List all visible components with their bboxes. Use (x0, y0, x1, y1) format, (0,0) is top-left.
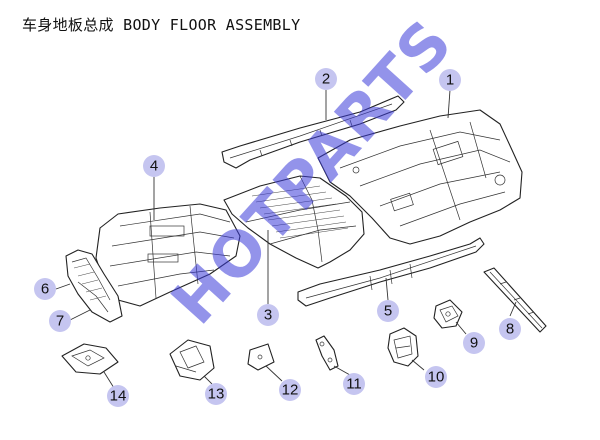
callout-8[interactable]: 8 (499, 318, 521, 340)
leader-13 (203, 375, 213, 385)
svg-text:3: 3 (264, 307, 272, 324)
part-10-bracket[interactable] (387, 327, 419, 367)
part-12-plate[interactable] (247, 343, 275, 371)
part-6-7-front-cross-member[interactable] (65, 249, 123, 323)
svg-text:6: 6 (41, 281, 49, 298)
svg-text:12: 12 (282, 382, 299, 399)
callout-3[interactable]: 3 (257, 304, 279, 326)
callout-11[interactable]: 11 (343, 373, 365, 395)
callout-2[interactable]: 2 (315, 68, 337, 90)
part-14-bracket[interactable] (61, 343, 119, 375)
svg-text:10: 10 (428, 369, 445, 386)
leader-8 (509, 301, 517, 317)
page-title: 车身地板总成 BODY FLOOR ASSEMBLY (22, 16, 301, 34)
svg-text:5: 5 (384, 303, 392, 320)
leader-6 (55, 283, 71, 290)
callout-7[interactable]: 7 (49, 310, 71, 332)
part-11-strap[interactable] (315, 335, 339, 371)
leader-10 (411, 359, 425, 371)
svg-text:1: 1 (446, 72, 454, 89)
svg-text:9: 9 (470, 335, 478, 352)
callout-1[interactable]: 1 (439, 69, 461, 91)
leader-7 (69, 309, 91, 321)
svg-text:13: 13 (208, 386, 225, 403)
leader-9 (455, 321, 467, 335)
svg-text:8: 8 (506, 321, 514, 338)
callout-markers: 1 2 3 4 5 6 7 8 9 10 11 12 13 14 (34, 68, 521, 407)
callout-14[interactable]: 14 (107, 385, 129, 407)
callout-10[interactable]: 10 (425, 366, 447, 388)
callout-12[interactable]: 12 (279, 379, 301, 401)
callout-4[interactable]: 4 (143, 155, 165, 177)
part-8-reinforcement-rail[interactable] (483, 267, 547, 333)
callout-6[interactable]: 6 (34, 278, 56, 300)
part-3-front-floor-center[interactable] (223, 175, 365, 269)
part-5-side-sill-lower[interactable] (297, 237, 485, 307)
leader-5 (385, 277, 389, 301)
callout-9[interactable]: 9 (463, 332, 485, 354)
svg-text:7: 7 (56, 313, 64, 330)
leader-14 (103, 371, 115, 389)
leader-12 (265, 365, 283, 382)
svg-text:4: 4 (150, 158, 158, 175)
part-1-rear-floor[interactable] (317, 109, 523, 245)
leader-11 (333, 365, 351, 376)
svg-text:14: 14 (110, 388, 127, 405)
part-9-bracket[interactable] (433, 299, 463, 329)
part-2-side-sill-upper[interactable] (221, 95, 405, 169)
callout-13[interactable]: 13 (205, 383, 227, 405)
part-13-bracket[interactable] (169, 339, 215, 381)
svg-text:2: 2 (322, 71, 330, 88)
callout-5[interactable]: 5 (377, 300, 399, 322)
leader-lines (55, 89, 517, 389)
svg-text:11: 11 (346, 376, 362, 393)
leader-1 (447, 89, 451, 119)
